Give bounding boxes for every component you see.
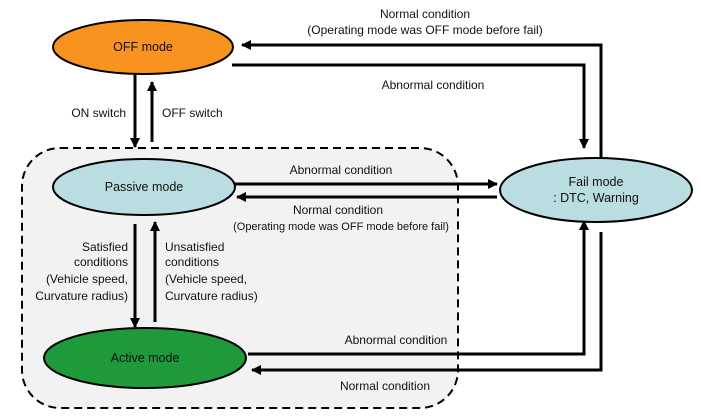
label-satisfied-line3: (Vehicle speed, — [46, 272, 128, 286]
label-off-switch: OFF switch — [162, 106, 223, 120]
state-fail-mode-sublabel: : DTC, Warning — [553, 191, 639, 205]
label-unsatisfied-line1: Unsatisfied — [165, 240, 224, 254]
label-satisfied-line1: Satisfied — [82, 240, 128, 254]
state-active-mode — [43, 327, 247, 389]
state-fail-mode-label: Fail mode — [569, 175, 624, 189]
label-satisfied-line2: conditions — [74, 255, 128, 269]
label-active-to-fail: Abnormal condition — [345, 333, 448, 347]
label-fail-to-active: Normal condition — [340, 379, 430, 393]
state-off-mode — [52, 19, 234, 75]
arrow-off-to-fail — [232, 63, 589, 149]
state-passive-mode-label: Passive mode — [105, 180, 184, 194]
state-passive-mode — [52, 158, 236, 216]
arrow-fail-to-off — [241, 40, 603, 160]
label-fail-to-passive-line2: (Operating mode was OFF mode before fail… — [233, 221, 449, 233]
label-fail-to-off-line2: (Operating mode was OFF mode before fail… — [307, 23, 542, 37]
state-fail-mode — [499, 157, 693, 223]
state-active-mode-label: Active mode — [111, 351, 180, 365]
label-unsatisfied-line2: conditions — [165, 255, 219, 269]
label-unsatisfied-line3: (Vehicle speed, — [165, 272, 247, 286]
arrow-active-to-fail — [248, 220, 589, 356]
label-fail-to-passive-line1: Normal condition — [293, 203, 383, 217]
label-unsatisfied-line4: Curvature radius) — [165, 289, 258, 303]
label-off-to-fail: Abnormal condition — [382, 78, 485, 92]
state-off-mode-label: OFF mode — [113, 40, 173, 54]
label-passive-to-fail: Abnormal condition — [290, 163, 393, 177]
label-satisfied-line4: Curvature radius) — [35, 289, 128, 303]
label-fail-to-off-line1: Normal condition — [380, 7, 470, 21]
arrow-fail-to-active — [251, 232, 603, 375]
label-on-switch: ON switch — [71, 106, 126, 120]
